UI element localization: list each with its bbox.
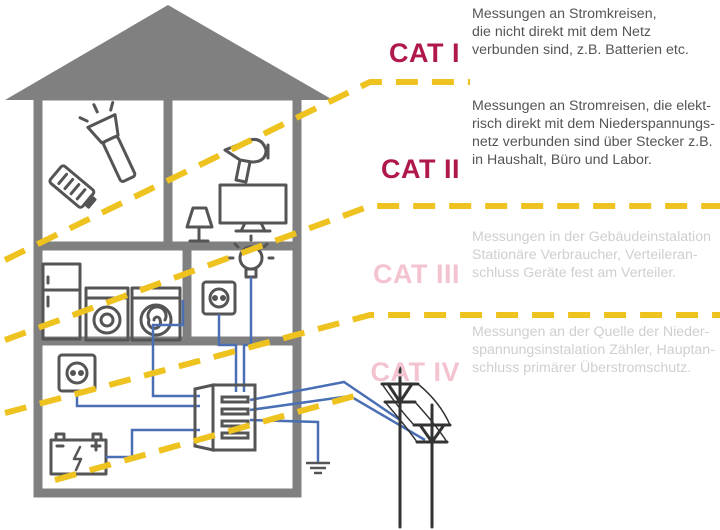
boundary-cat-i-ii: [3, 79, 470, 263]
description-line: verbunden sind, z.B. Batterien etc.: [472, 42, 689, 58]
description-line: Stationäre Verbraucher, Verteileran-: [472, 247, 698, 263]
boundary-cat-ii-iii: [3, 203, 720, 343]
cat-iii-description: Messungen in der Gebäudeinstalation Stat…: [472, 228, 720, 282]
description-line: risch direkt mit dem Niederspannungs-: [472, 116, 715, 132]
power-pole-icon: [380, 366, 452, 529]
description-line: netz verbunden sind über Stecker z.B.: [472, 134, 713, 150]
house-roof: [5, 5, 333, 100]
description-line: in Haushalt, Büro und Labor.: [472, 152, 652, 168]
ground-icon: [306, 461, 330, 475]
description-line: schluss Geräte fest am Verteiler.: [472, 265, 677, 281]
description-line: Messungen an Stromkreisen,: [472, 6, 657, 22]
socket-icon: [201, 280, 237, 316]
socket-icon: [57, 353, 97, 393]
description-line: die nicht direkt mit dem Netz: [472, 24, 651, 40]
cat-i-description: Messungen an Stromkreisen, die nicht dir…: [472, 5, 720, 59]
battery-icon: [48, 164, 97, 209]
cat-i-label: CAT I: [389, 38, 460, 68]
cat-iii-label: CAT III: [373, 259, 460, 289]
distribution-board-icon: [193, 383, 257, 452]
category-boundaries: [3, 79, 720, 483]
description-line: spannungsinstalation Zähler, Hauptan-: [472, 342, 715, 358]
dryer-icon: [130, 286, 182, 342]
cat-ii-description: Messungen an Stromreisen, die elekt- ris…: [472, 97, 720, 169]
cat-ii-label: CAT II: [381, 154, 460, 184]
description-line: Messungen an der Quelle der Nieder-: [472, 324, 710, 340]
washing-machine-icon: [84, 286, 130, 342]
overhead-lines: [381, 383, 451, 443]
cat-iv-description: Messungen an der Quelle der Nieder- span…: [472, 323, 720, 377]
description-line: Messungen an Stromreisen, die elekt-: [472, 98, 711, 114]
boundary-cat-iii-iv: [4, 312, 720, 416]
lightbulb-icon: [227, 234, 275, 279]
lamp-icon: [185, 206, 214, 243]
cat-iv-label: CAT IV: [370, 357, 460, 387]
description-line: schluss primärer Überstromschutz.: [472, 360, 692, 376]
tv-icon: [218, 183, 288, 233]
fridge-icon: [41, 262, 82, 341]
boundary-cat-iv: [54, 390, 366, 483]
description-line: Messungen in der Gebäudeinstalation: [472, 229, 711, 245]
flashlight-icon: [78, 101, 137, 183]
hairdryer-icon: [223, 138, 270, 184]
